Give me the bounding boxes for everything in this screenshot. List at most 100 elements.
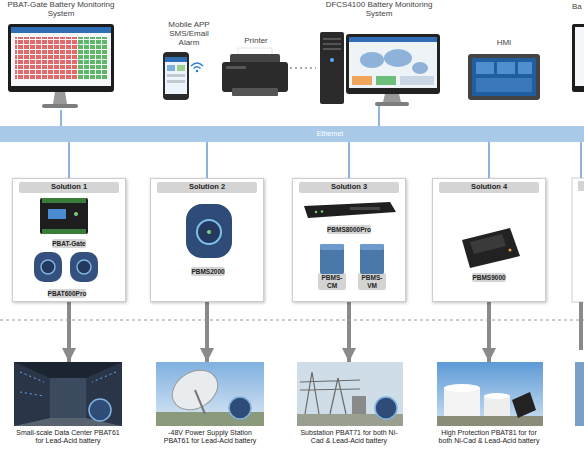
flow-arrow xyxy=(347,302,351,362)
datacenter-photo xyxy=(20,372,44,382)
sensor-device xyxy=(186,204,232,258)
dish-photo xyxy=(165,362,225,417)
node-label: PBAT-Gate xyxy=(52,239,85,248)
rack-device xyxy=(315,211,317,213)
phone-illustration xyxy=(194,67,201,69)
substation-photo xyxy=(297,362,403,426)
workstation-illustration xyxy=(346,34,440,94)
node-label: PBMS-CM xyxy=(318,273,346,290)
datacenter-photo xyxy=(14,418,122,426)
node-label: Solution 4 xyxy=(439,182,539,193)
rack-device xyxy=(304,202,396,218)
device-node: PBAT-Gate Battery Monitoring System xyxy=(4,0,118,110)
node-label: Solution 3 xyxy=(299,182,399,193)
monitor-illustration xyxy=(78,37,108,79)
rack-device xyxy=(350,207,380,210)
node-label: High Protection PBAT81 for for both Ni-C… xyxy=(435,429,543,445)
node-label: PBMS2000 xyxy=(191,267,224,276)
hmi-illustration xyxy=(468,54,540,100)
sensor-device xyxy=(34,252,98,282)
workstation-illustration xyxy=(320,32,440,106)
application-card: Substation PBAT71 for both Ni-Cad & Lead… xyxy=(292,362,406,466)
workstation-illustration xyxy=(384,49,412,67)
printer-illustration xyxy=(226,66,246,69)
sensor-device xyxy=(186,204,232,258)
product-node: PBAT600Pro xyxy=(18,250,116,298)
datacenter-photo xyxy=(20,392,44,396)
datacenter-photo xyxy=(89,399,111,421)
phone-illustration xyxy=(177,65,185,71)
bus-line xyxy=(348,142,350,178)
node-label: PBAT600Pro xyxy=(48,289,87,298)
bus-line xyxy=(60,110,62,126)
printer-illustration xyxy=(238,48,272,56)
substation-photo xyxy=(375,397,397,419)
product-node: PBAT-Gate xyxy=(30,194,108,248)
dashed-link xyxy=(290,68,316,69)
phone-illustration xyxy=(167,65,175,71)
dish-photo xyxy=(156,362,264,426)
phone-illustration xyxy=(167,74,185,77)
phone-illustration xyxy=(163,52,203,100)
printer-illustration xyxy=(230,54,280,64)
module-device xyxy=(320,244,344,250)
product-node: PBMS8000Pro xyxy=(300,198,398,234)
sensor-device xyxy=(34,252,62,282)
bus-line xyxy=(378,106,380,126)
workstation-illustration xyxy=(376,76,396,85)
solution-box: Solution 3 PBMS8000ProPBMS-CM PBMS-VM xyxy=(292,178,406,302)
datacenter-photo xyxy=(14,362,122,426)
bus-line xyxy=(488,142,490,178)
controller-device xyxy=(470,234,506,254)
workstation-illustration xyxy=(330,58,334,62)
rack-device xyxy=(304,202,396,218)
tank-photo xyxy=(444,384,480,392)
device-node: Printer xyxy=(222,36,290,100)
node-label: Solution 2 xyxy=(157,182,257,193)
tank-photo xyxy=(512,392,536,418)
product-node: PBMS-VM xyxy=(352,240,392,290)
printer-illustration xyxy=(222,48,288,96)
monitor-illustration xyxy=(15,37,77,79)
monitor-illustration xyxy=(11,27,111,86)
printer-illustration xyxy=(232,88,278,96)
module-device xyxy=(320,244,344,274)
substation-photo xyxy=(300,372,360,414)
solution-box: Solution 1PBAT-GatePBAT600Pro xyxy=(12,178,126,302)
node-label: DFCS4100 Battery Monitoring System xyxy=(316,0,442,18)
workstation-illustration xyxy=(323,38,341,40)
bus-line xyxy=(206,142,208,178)
monitor-illustration xyxy=(8,24,114,108)
substation-photo xyxy=(352,396,366,414)
solution-box: Solution 2 PBMS2000 xyxy=(150,178,264,302)
gateway-device xyxy=(74,212,78,216)
product-node: PBMS2000 xyxy=(168,198,248,276)
cut-solution-box xyxy=(572,142,584,350)
tank-photo xyxy=(437,362,543,426)
product-node: PBMS-CM xyxy=(312,240,352,290)
application-card: -48V Power Supply Station PBAT61 for Lea… xyxy=(152,362,268,466)
dish-photo xyxy=(156,412,264,426)
node-label: Substation PBAT71 for both Ni-Cad & Lead… xyxy=(295,429,403,445)
module-device xyxy=(320,244,384,274)
workstation-illustration xyxy=(349,37,437,42)
dish-photo xyxy=(195,390,205,414)
dish-photo xyxy=(229,397,251,419)
rack-device xyxy=(321,210,323,212)
phone-illustration xyxy=(163,52,189,100)
datacenter-photo xyxy=(14,362,122,426)
cut-solution-box xyxy=(579,302,583,350)
datacenter-photo xyxy=(50,378,86,418)
datacenter-photo xyxy=(92,372,116,382)
bus-line xyxy=(68,142,70,178)
substation-photo xyxy=(297,362,403,426)
monitor-illustration xyxy=(8,24,114,92)
cut-monitor-illustration xyxy=(572,24,584,92)
controller-device xyxy=(509,249,512,252)
controller-device xyxy=(462,228,520,268)
node-label: Printer xyxy=(244,36,268,45)
monitor-illustration xyxy=(53,92,67,104)
tank-photo xyxy=(484,393,510,399)
